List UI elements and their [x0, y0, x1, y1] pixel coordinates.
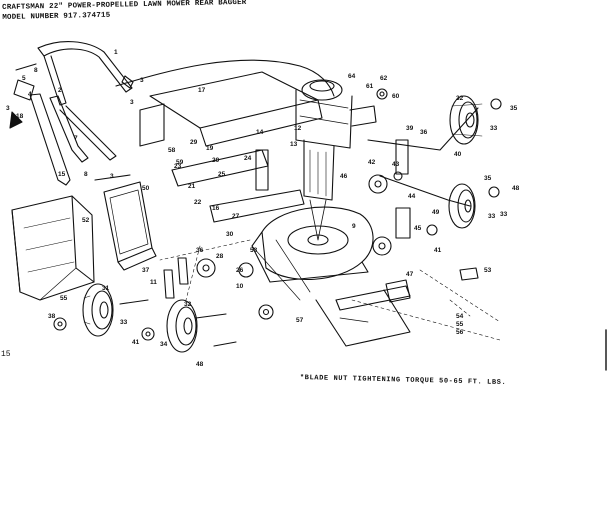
callout: 13	[290, 141, 298, 148]
callout: 3	[140, 77, 144, 84]
callout: 14	[256, 129, 264, 136]
callout: 2	[58, 87, 62, 94]
callout: 55	[60, 295, 68, 302]
callout: 8	[34, 67, 38, 74]
hardware	[53, 88, 502, 347]
wheel-front-left	[82, 283, 114, 337]
callout: 8	[84, 171, 88, 178]
page-number: 15	[1, 350, 11, 359]
callout: 57	[296, 317, 304, 324]
callout: 29	[190, 139, 198, 146]
wheel-rear-right	[449, 95, 483, 145]
callout: 61	[366, 83, 374, 90]
leader-lines	[159, 239, 501, 341]
callout: 33	[120, 319, 128, 326]
height-adjusters	[196, 174, 392, 320]
callout: 19	[206, 145, 214, 152]
callout: 50	[142, 185, 150, 192]
callout: 16	[212, 205, 220, 212]
callout: 47	[406, 271, 414, 278]
callout: 54	[456, 313, 464, 320]
grass-bag	[11, 195, 95, 301]
blade-assembly	[315, 285, 411, 347]
front-axle	[367, 107, 479, 239]
callout: 53	[484, 267, 492, 274]
callout: 33	[490, 125, 498, 132]
callout: 3	[6, 105, 10, 112]
callout: 33	[500, 211, 508, 218]
callout: 43	[392, 161, 400, 168]
callout: 32	[184, 301, 192, 308]
callout: 20	[212, 157, 220, 164]
callout: 28	[216, 253, 224, 260]
callout: 21	[188, 183, 196, 190]
callout: 30	[226, 231, 234, 238]
callout: 32	[456, 95, 464, 102]
callout: 23	[174, 163, 182, 170]
callout: 12	[294, 125, 302, 132]
callout: 53	[250, 247, 258, 254]
wheel-rear-left	[166, 299, 198, 353]
callout: 45	[414, 225, 422, 232]
callout: 58	[168, 147, 176, 154]
callout: 35	[484, 175, 492, 182]
callout: 36	[196, 247, 204, 254]
callout: 22	[194, 199, 202, 206]
bag-frame	[103, 181, 157, 271]
callout: 59	[176, 159, 184, 166]
callout: 5	[22, 75, 26, 82]
callout: 26	[236, 267, 244, 274]
callout: 18	[16, 113, 24, 120]
callout: 3	[130, 99, 134, 106]
handle-assembly	[9, 41, 134, 186]
callout: 49	[432, 209, 440, 216]
callout: 9	[352, 223, 356, 230]
engine	[295, 79, 377, 201]
callout: 25	[218, 171, 226, 178]
callout: 11	[150, 279, 157, 286]
callout: 55	[456, 321, 464, 328]
callout: 56	[456, 329, 464, 336]
callout: 3	[110, 173, 114, 180]
callout: 41	[132, 339, 140, 346]
callout: 40	[454, 151, 462, 158]
mower-deck	[251, 199, 374, 283]
callout: 36	[420, 129, 428, 136]
callout: 38	[48, 313, 56, 320]
wheel-front-right	[448, 183, 476, 229]
callout: 44	[408, 193, 416, 200]
callout: 10	[236, 283, 244, 290]
callout: 48	[196, 361, 204, 368]
control-cable	[115, 59, 335, 97]
callout: 42	[368, 159, 376, 166]
callout: 48	[512, 185, 520, 192]
callout: 7	[74, 135, 78, 142]
callout: 41	[434, 247, 442, 254]
callout: 64	[348, 73, 356, 80]
callout: 34	[160, 341, 168, 348]
callout: 24	[244, 155, 252, 162]
callout: 15	[58, 171, 66, 178]
callout-labels: 1 3 3 8 3 4 2 7 8 3 5 50 52 64 61 62 60 …	[6, 49, 520, 368]
callout: 39	[406, 125, 414, 132]
callout: 33	[488, 213, 496, 220]
callout: 35	[510, 105, 518, 112]
callout: 46	[340, 173, 348, 180]
callout: 17	[198, 87, 206, 94]
callout: 37	[142, 267, 150, 274]
callout: 27	[232, 213, 240, 220]
callout: 4	[28, 91, 32, 98]
callout: 62	[380, 75, 388, 82]
callout: 52	[82, 217, 90, 224]
callout: 1	[114, 49, 118, 56]
callout: 60	[392, 93, 400, 100]
callout: 31	[102, 285, 110, 292]
